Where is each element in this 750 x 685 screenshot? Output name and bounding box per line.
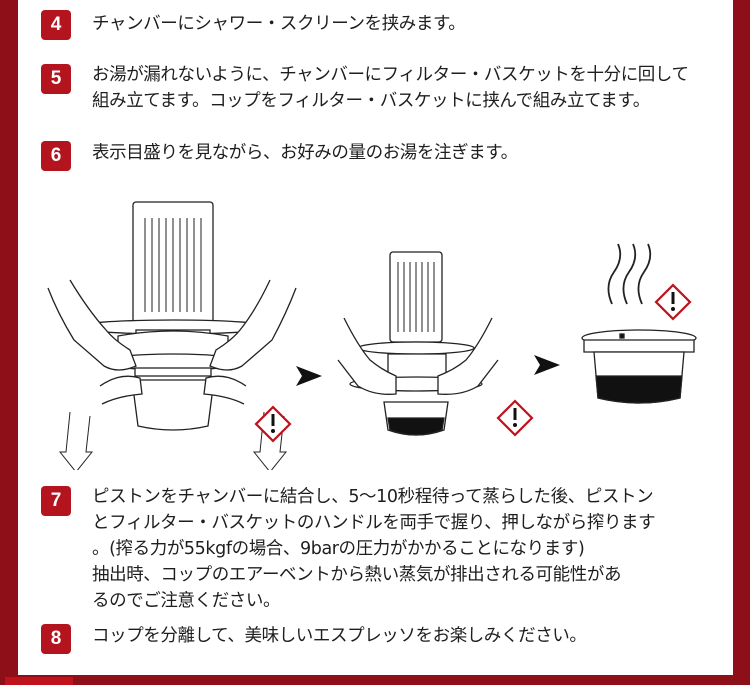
arrow-right-icon xyxy=(534,355,560,375)
step-number-badge: 8 xyxy=(41,624,71,654)
brewing-illustrations xyxy=(47,201,697,470)
step-text: チャンバーにシャワー・スクリーンを挟みます。 xyxy=(92,11,728,37)
brewing-illustration xyxy=(337,251,499,436)
step-text: お湯が漏れないように、チャンバーにフィルター・バスケットを十分に回して 組み立て… xyxy=(92,62,728,114)
hazard-warning-icon xyxy=(654,283,692,321)
hazard-warning-icon xyxy=(254,405,292,443)
step-line: ピストンをチャンバーに結合し、5〜10秒程待って蒸らした後、ピストン xyxy=(92,487,654,507)
step-text: 表示目盛りを見ながら、お好みの量のお湯を注ぎます。 xyxy=(92,140,728,166)
step-line: お湯が漏れないように、チャンバーにフィルター・バスケットを十分に回して xyxy=(92,65,689,85)
hazard-warning-icon xyxy=(496,399,534,437)
step-line: 抽出時、コップのエアーベントから熱い蒸気が排出される可能性があ xyxy=(92,565,622,585)
espresso-cup-illustration xyxy=(581,243,697,404)
step-number-badge: 4 xyxy=(41,10,71,40)
step-text: ピストンをチャンバーに結合し、5〜10秒程待って蒸らした後、ピストン とフィルタ… xyxy=(92,484,728,614)
instruction-sheet: 4 チャンバーにシャワー・スクリーンを挟みます。 5 お湯が漏れないように、チャ… xyxy=(18,0,733,675)
step-line: 組み立てます。コップをフィルター・バスケットに挟んで組み立てます。 xyxy=(92,91,650,111)
hand-press-illustration xyxy=(47,201,297,470)
step-line: 。(搾る力が55kgfの場合、9barの圧力がかかることになります) xyxy=(92,539,585,559)
bottom-accent-strip xyxy=(5,677,73,685)
step-number-badge: 7 xyxy=(41,486,71,516)
step-number-badge: 5 xyxy=(41,64,71,94)
step-line: チャンバーにシャワー・スクリーンを挟みます。 xyxy=(92,14,466,34)
step-line: 表示目盛りを見ながら、お好みの量のお湯を注ぎます。 xyxy=(92,143,518,163)
step-number-badge: 6 xyxy=(41,141,71,171)
step-text: コップを分離して、美味しいエスプレッソをお楽しみください。 xyxy=(92,623,728,649)
step-line: るのでご注意ください。 xyxy=(92,591,281,611)
step-line: コップを分離して、美味しいエスプレッソをお楽しみください。 xyxy=(92,626,587,646)
arrow-right-icon xyxy=(296,366,322,386)
step-line: とフィルター・バスケットのハンドルを両手で握り、押しながら搾ります xyxy=(92,513,656,533)
